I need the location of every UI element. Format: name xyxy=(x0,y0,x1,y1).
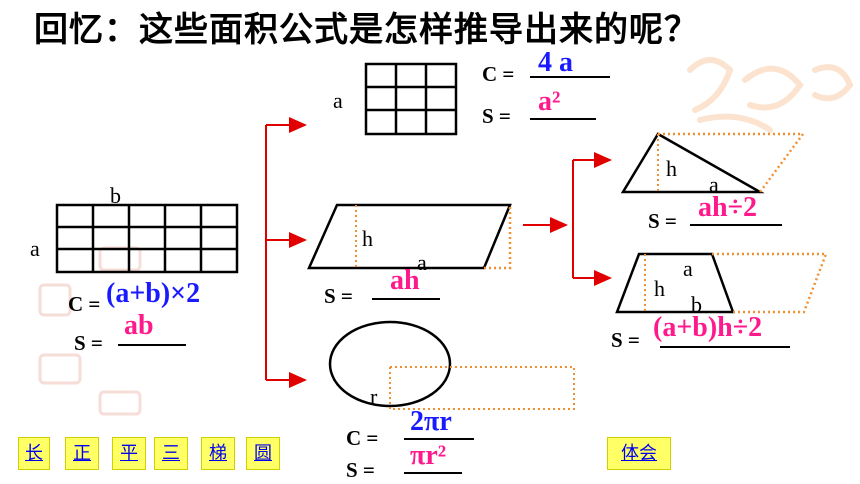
trapezoid-top-label: a xyxy=(683,256,693,281)
circle-radius-label: r xyxy=(370,384,378,409)
rectangle-s-value: ab xyxy=(124,310,154,341)
triangle-height-label: h xyxy=(666,156,677,181)
trapezoid-s-label: S = xyxy=(611,328,640,352)
rectangle-width-label: a xyxy=(30,236,40,261)
circle-shape xyxy=(328,320,575,410)
parallelogram-s-label: S = xyxy=(324,284,353,308)
rectangle-c-label: C = xyxy=(68,292,101,316)
circle-s-label: S = xyxy=(346,458,375,482)
circle-s-value: πr² xyxy=(410,440,447,471)
triangle-base-label: a xyxy=(709,172,719,197)
parallelogram-shape xyxy=(307,203,512,270)
square-s-label: S = xyxy=(482,104,511,128)
triangle-s-label: S = xyxy=(648,209,677,233)
parallelogram-s-underline xyxy=(372,298,440,300)
rectangle-c-value: (a+b)×2 xyxy=(106,278,201,309)
parallelogram-s-value: ah xyxy=(390,265,420,296)
square-c-value: 4 a xyxy=(538,47,573,78)
nav-button-trapezoid[interactable]: 梯 xyxy=(201,437,235,470)
nav-button-triangle[interactable]: 三 xyxy=(154,437,188,470)
parallelogram-base-label: a xyxy=(417,250,427,275)
square-s-underline xyxy=(530,118,596,120)
square-grid xyxy=(364,62,458,136)
nav-button-square[interactable]: 正 xyxy=(65,437,99,470)
page-title: 回忆：这些面积公式是怎样推导出来的呢？ xyxy=(34,10,699,50)
square-c-label: C = xyxy=(482,62,515,86)
nav-button-circle[interactable]: 圆 xyxy=(246,437,280,470)
square-s-value: a² xyxy=(538,86,561,117)
square-c-underline xyxy=(530,76,610,78)
rectangle-length-label: b xyxy=(110,183,121,208)
arrows-from-rectangle xyxy=(265,117,307,388)
rectangle-s-label: S = xyxy=(74,331,103,355)
nav-button-rectangle[interactable]: 长 xyxy=(18,437,50,470)
circle-c-underline xyxy=(404,438,474,440)
circle-s-underline xyxy=(404,472,462,474)
circle-c-value: 2πr xyxy=(410,406,452,437)
circle-c-label: C = xyxy=(346,426,379,450)
square-side-label: a xyxy=(333,88,343,113)
trapezoid-bottom-label: b xyxy=(691,292,702,317)
arrows-from-parallelogram xyxy=(523,152,612,286)
trapezoid-s-value: (a+b)h÷2 xyxy=(653,312,763,343)
triangle-s-underline xyxy=(690,224,782,226)
rectangle-s-underline xyxy=(118,344,186,346)
trapezoid-s-underline xyxy=(660,346,790,348)
rectangle-grid xyxy=(55,203,239,274)
parallelogram-height-label: h xyxy=(362,226,373,251)
triangle-shape xyxy=(620,132,806,194)
nav-button-parallelogram[interactable]: 平 xyxy=(112,437,146,470)
reflect-button[interactable]: 体会 xyxy=(607,437,671,470)
trapezoid-shape xyxy=(615,252,828,314)
triangle-s-value: ah÷2 xyxy=(698,192,757,223)
trapezoid-height-label: h xyxy=(654,276,665,301)
